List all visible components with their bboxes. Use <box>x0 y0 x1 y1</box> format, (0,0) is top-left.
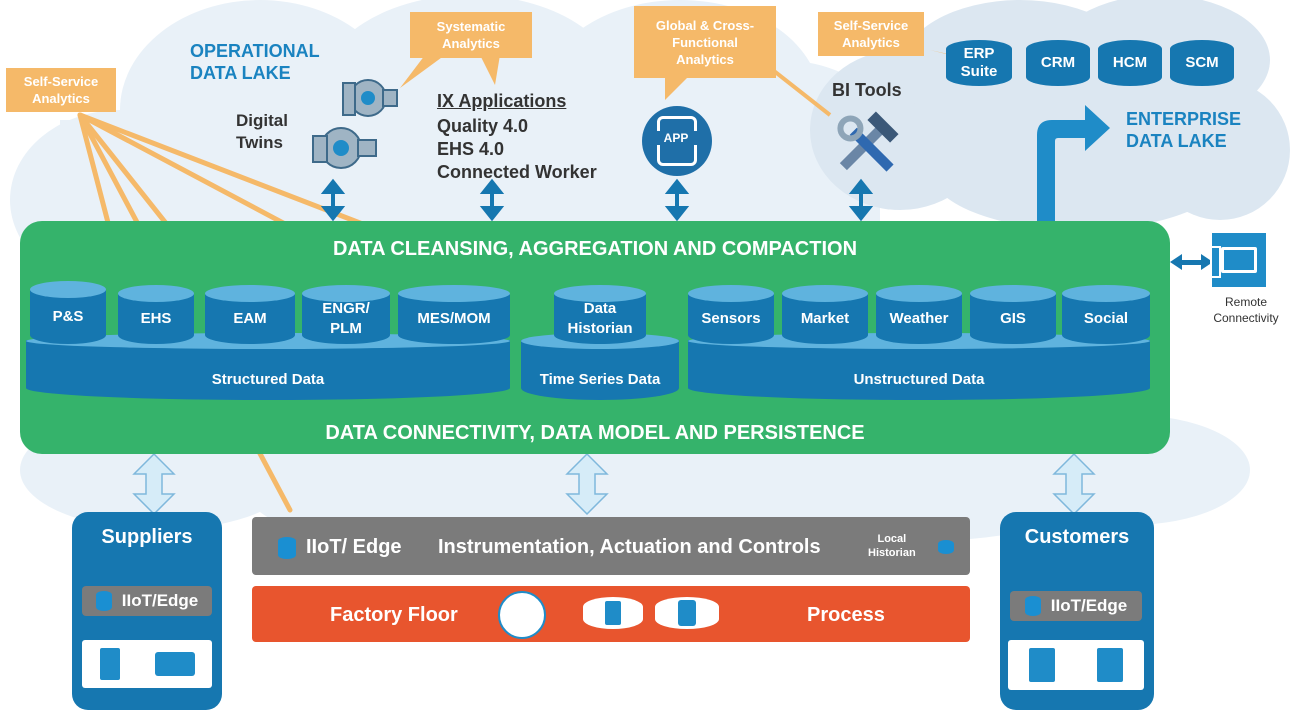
customers-title: Customers <box>1024 526 1130 548</box>
platform-bottom-title: DATA CONNECTIVITY, DATA MODEL AND PERSIS… <box>325 422 865 444</box>
database-icon <box>1024 596 1041 616</box>
suppliers-title: Suppliers <box>101 526 193 548</box>
suppliers-device-tray <box>82 640 212 688</box>
ix-item: EHS 4.0 <box>437 139 505 159</box>
db-ps: P&S <box>30 281 106 344</box>
database-icon <box>938 540 954 554</box>
factory-floor-label: Factory Floor <box>330 604 458 626</box>
meter-icon <box>99 648 120 680</box>
db-label: ENGR/ PLM <box>322 300 370 337</box>
operational-lake-title: OPERATIONAL DATA LAKE <box>190 41 320 83</box>
enterprise-system-hcm: HCM <box>1098 40 1162 86</box>
platform-top-title: DATA CLEANSING, AGGREGATION AND COMPACTI… <box>332 238 858 260</box>
db-sensors: Sensors <box>688 285 774 344</box>
db-label: EAM <box>233 310 267 327</box>
structured-data-base: Structured Data <box>26 340 510 400</box>
suppliers-edge-label: IIoT/Edge <box>121 591 199 610</box>
enterprise-system-erp: ERP Suite <box>946 40 1012 86</box>
db-label: Market <box>800 310 850 327</box>
digital-twins-label: Digital Twins <box>236 111 288 152</box>
unstructured-data-base: Unstructured Data <box>688 340 1150 400</box>
factory-icon <box>1029 648 1055 682</box>
enterprise-system-scm: SCM <box>1170 40 1234 86</box>
enterprise-lake-title: ENTERPRISE DATA LAKE <box>1126 109 1242 151</box>
db-label: P&S <box>52 308 84 325</box>
customers-edge-label: IIoT/Edge <box>1050 596 1128 615</box>
enterprise-system-crm: CRM <box>1026 40 1090 86</box>
db-weather: Weather <box>876 285 962 344</box>
db-label: MES/MOM <box>417 310 491 327</box>
callout-systematic: Systematic Analytics <box>410 12 532 58</box>
database-icon <box>95 591 112 611</box>
enterprise-arrow <box>1037 105 1110 222</box>
suppliers-edge-chip: IIoT/Edge <box>82 586 212 616</box>
up-down-arrows <box>320 178 874 222</box>
edge-bar-controls-label: Instrumentation, Actuation and Controls <box>438 536 821 558</box>
remote-connectivity-label: Remote Connectivity <box>1213 295 1279 325</box>
washer-icon <box>1097 648 1123 682</box>
local-historian-label: Local Historian <box>868 533 916 559</box>
lower-double-arrows <box>132 452 1096 516</box>
db-label: Data Historian <box>567 300 633 337</box>
tablet-tray <box>655 597 719 629</box>
db-label: Weather <box>889 310 949 327</box>
timeseries-data-label: Time Series Data <box>539 371 661 388</box>
edge-bar <box>252 517 970 575</box>
pump-icon <box>312 79 398 169</box>
remote-arrow <box>1170 254 1213 270</box>
callout-self-service-left: Self-Service Analytics <box>6 68 116 112</box>
customers-device-tray <box>1008 640 1144 690</box>
callout-global: Global & Cross- Functional Analytics <box>634 6 776 78</box>
db-ehs: EHS <box>118 285 194 344</box>
db-label: GIS <box>1000 310 1026 327</box>
edge-bar-edge-label: IIoT/ Edge <box>306 536 402 558</box>
gauge-tray <box>583 597 643 629</box>
ix-applications-list: Quality 4.0 EHS 4.0 Connected Worker <box>437 115 597 184</box>
timeseries-data-base: Time Series Data <box>521 340 679 400</box>
db-social: Social <box>1062 285 1150 344</box>
remote-connectivity-icon <box>1210 233 1266 287</box>
ix-applications-title: IX Applications <box>437 91 567 111</box>
app-icon: APP <box>642 106 712 176</box>
db-market: Market <box>782 285 868 344</box>
edge-bar-edge: IIoT/ Edge <box>278 536 402 559</box>
tablet-icon <box>678 600 696 626</box>
bi-tools-label: BI Tools <box>832 80 902 100</box>
db-label: EHS <box>140 310 172 327</box>
customers-edge-chip: IIoT/Edge <box>1010 591 1142 621</box>
db-label: Social <box>1083 310 1129 327</box>
unstructured-data-label: Unstructured Data <box>853 371 985 388</box>
database-icon <box>278 536 296 559</box>
process-label: Process <box>807 604 885 626</box>
truck-icon <box>154 652 195 676</box>
db-engr-plm: ENGR/ PLM <box>302 285 390 344</box>
app-badge-label: APP <box>648 131 704 145</box>
db-mes-mom: MES/MOM <box>398 285 510 344</box>
db-label: Sensors <box>701 310 761 327</box>
ix-item: Quality 4.0 <box>437 116 529 136</box>
callout-self-service-right: Self-Service Analytics <box>818 12 924 56</box>
ix-item: Connected Worker <box>437 162 597 182</box>
db-data-historian: Data Historian <box>554 285 646 344</box>
db-eam: EAM <box>205 285 295 344</box>
tools-icon <box>837 111 899 172</box>
gauge-icon <box>605 601 621 625</box>
db-gis: GIS <box>970 285 1056 344</box>
worker-icon <box>498 591 546 639</box>
structured-data-label: Structured Data <box>211 371 325 388</box>
